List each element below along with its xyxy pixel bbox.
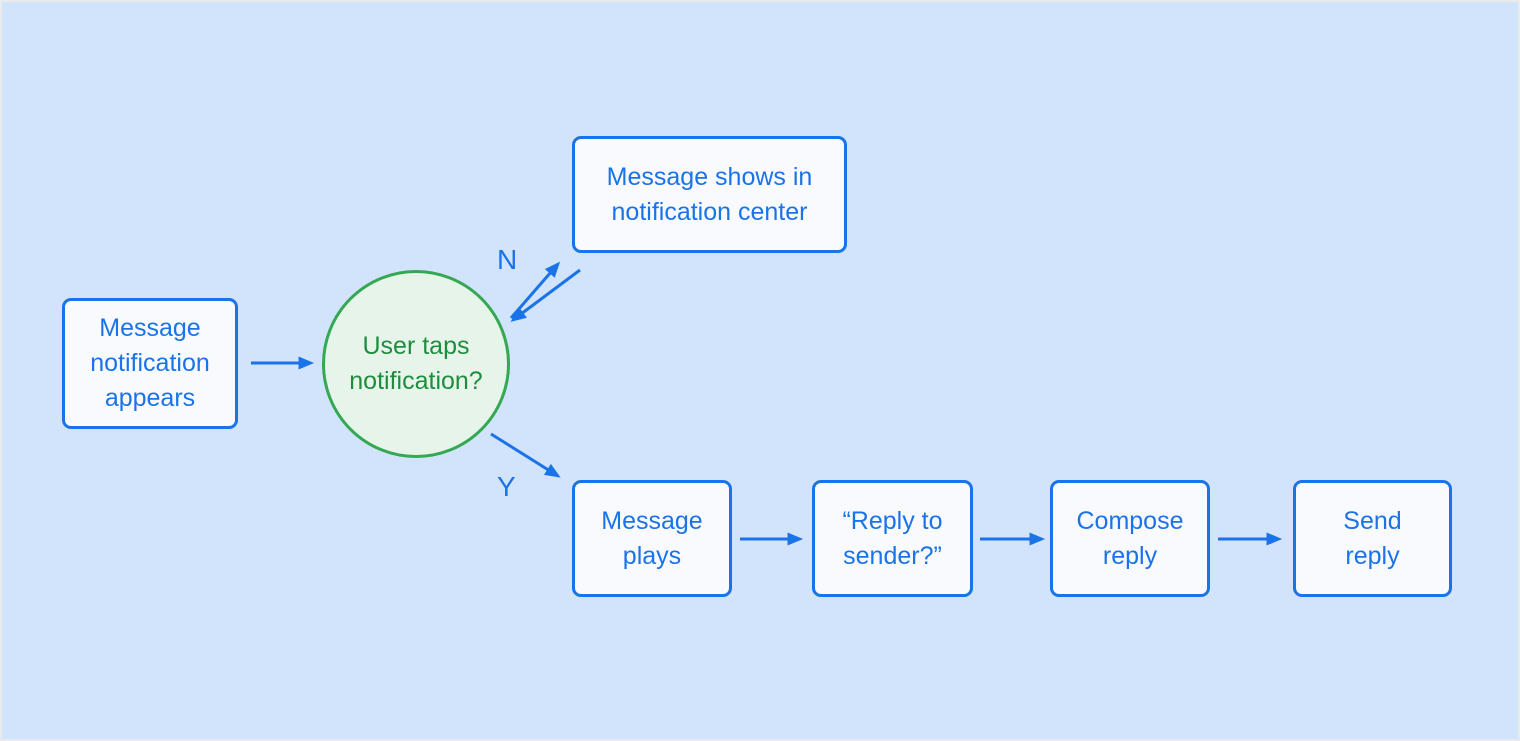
edge-label-yes: Y — [497, 471, 516, 502]
edge-notif-center-to-decision — [510, 268, 581, 322]
node-decision-user-taps-notification: User taps notification? — [322, 270, 510, 458]
edge-decision-to-plays — [490, 432, 561, 478]
node-message-plays: Message plays — [572, 480, 732, 597]
node-reply-to-sender-prompt: “Reply to sender?” — [812, 480, 973, 597]
node-compose-reply: Compose reply — [1050, 480, 1210, 597]
node-message-notification-appears: Message notification appears — [62, 298, 238, 429]
edge-decision-to-notif-center — [509, 261, 561, 319]
edge-label-no: N — [497, 244, 518, 275]
node-message-shows-in-notification-center: Message shows in notification center — [572, 136, 847, 253]
node-send-reply: Send reply — [1293, 480, 1452, 597]
